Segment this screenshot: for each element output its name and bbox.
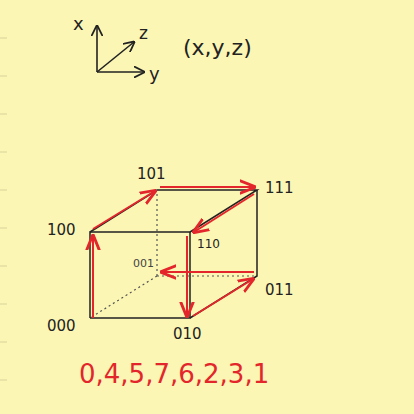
vertex-label: 111 [264, 180, 295, 197]
vertex-label: 100 [46, 222, 77, 239]
vertex-label: 110 [196, 238, 221, 251]
axis-label: z [138, 24, 149, 43]
coordinate-order: (x,y,z) [182, 36, 253, 60]
gray-code-path [93, 187, 254, 318]
vertex-label: 011 [264, 282, 295, 299]
vertex-label: 001 [132, 258, 155, 270]
axis-label: x [72, 14, 85, 34]
hidden-edges [90, 190, 257, 318]
axes [97, 26, 144, 72]
vertex-label: 000 [46, 318, 77, 335]
axis-label: y [148, 64, 161, 84]
vertex-label: 101 [136, 166, 167, 183]
cube-edges [90, 190, 257, 318]
vertex-label: 010 [172, 326, 203, 343]
paper-marks [0, 38, 7, 380]
sequence-text: 0,4,5,7,6,2,3,1 [78, 360, 270, 389]
